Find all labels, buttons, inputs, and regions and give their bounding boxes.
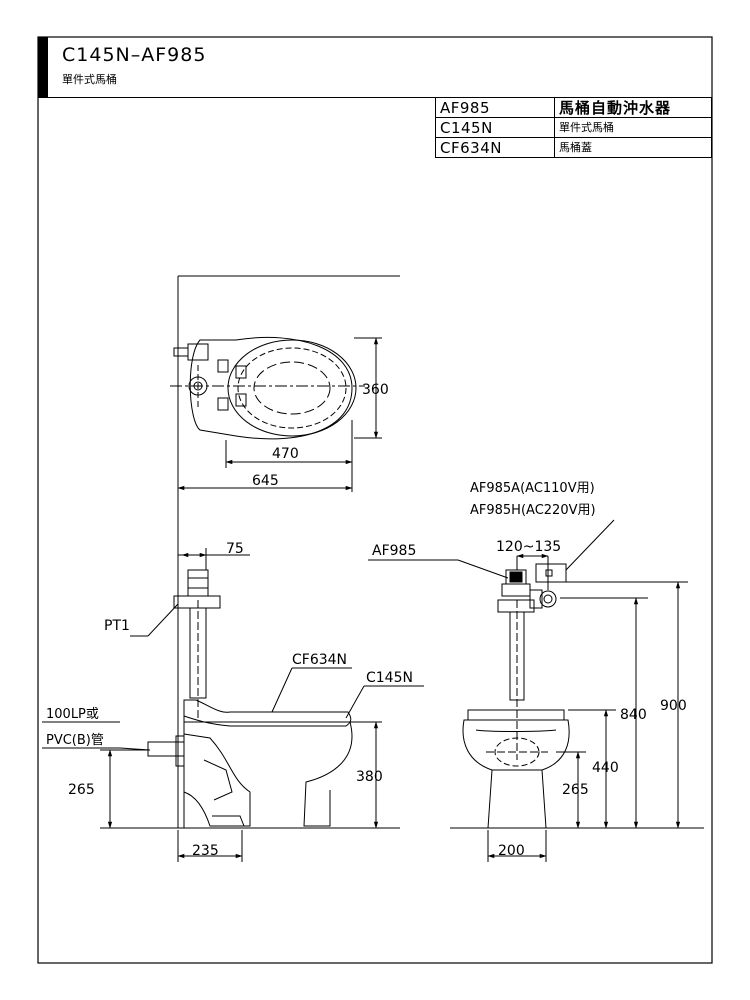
parts-table: AF985 馬桶自動沖水器 C145N 單件式馬桶 CF634N 馬桶蓋 — [435, 97, 712, 158]
dim-235: 235 — [192, 843, 219, 859]
label-af985a: AF985A(AC110V用) — [470, 481, 595, 496]
parts-row: AF985 馬桶自動沖水器 — [435, 97, 712, 118]
dim-360: 360 — [362, 382, 389, 398]
dim-200: 200 — [498, 843, 525, 859]
dim-470: 470 — [272, 446, 299, 462]
dim-440: 440 — [592, 760, 619, 776]
side-view — [42, 530, 424, 862]
label-c145n: C145N — [366, 670, 413, 686]
label-drain-2: PVC(B)管 — [46, 733, 104, 748]
parts-row: C145N 單件式馬桶 — [435, 117, 712, 138]
label-af985-front: AF985 — [372, 543, 416, 559]
dim-840: 840 — [620, 707, 647, 723]
label-cf634n: CF634N — [292, 652, 347, 668]
dim-645: 645 — [252, 473, 279, 489]
sheet-border — [37, 36, 713, 964]
dim-75: 75 — [226, 541, 244, 557]
title-block — [38, 37, 712, 98]
dim-120-135: 120~135 — [496, 539, 561, 555]
part-code: C145N — [435, 117, 555, 138]
parts-row: CF634N 馬桶蓋 — [435, 137, 712, 158]
part-name: 馬桶自動沖水器 — [554, 97, 712, 118]
label-af985h: AF985H(AC220V用) — [470, 503, 596, 518]
title-accent-bar — [38, 37, 48, 97]
top-view — [170, 275, 400, 530]
front-view — [368, 519, 704, 862]
dim-265-side: 265 — [68, 782, 95, 798]
drawing-subtitle: 單件式馬桶 — [62, 73, 117, 86]
part-code: AF985 — [435, 97, 555, 118]
dim-900: 900 — [660, 698, 687, 714]
part-code: CF634N — [435, 137, 555, 158]
part-name: 馬桶蓋 — [554, 137, 712, 158]
label-drain-1: 100LP或 — [46, 707, 99, 722]
label-pt1: PT1 — [104, 618, 130, 634]
drawing-title: C145N–AF985 — [62, 44, 207, 66]
part-name: 單件式馬桶 — [554, 117, 712, 138]
dim-265-front: 265 — [562, 782, 589, 798]
dim-380: 380 — [356, 769, 383, 785]
